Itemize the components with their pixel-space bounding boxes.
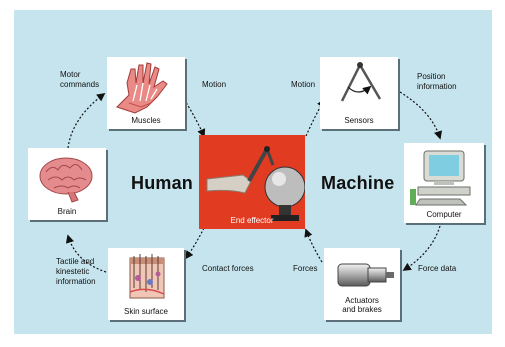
- position-information-label: Position information: [417, 72, 457, 91]
- arrow-actuators-to-end-effector: [304, 228, 323, 263]
- skin-layers-icon: [129, 254, 165, 299]
- arrow-end-effector-to-skin: [185, 227, 205, 260]
- computer-caption: Computer: [426, 210, 462, 219]
- arrow-brain-to-muscles: [67, 92, 106, 149]
- arrow-muscles-to-end-effector: [181, 95, 206, 138]
- actuators-box: Actuators and brakes: [324, 248, 400, 320]
- computer-box: Computer: [404, 143, 484, 223]
- actuator-cylinder-icon: [337, 263, 394, 287]
- contact-forces-label: Contact forces: [202, 264, 254, 273]
- human-title: Human: [131, 173, 194, 193]
- skin-surface-caption: Skin surface: [123, 307, 169, 316]
- tactile-information-label: Tactile and kinestetic information: [56, 257, 96, 286]
- muscles-box: Muscles: [107, 57, 185, 129]
- arrow-computer-to-actuators: [402, 225, 441, 271]
- brain-caption: Brain: [57, 207, 77, 216]
- sensors-box: Sensors: [320, 57, 398, 129]
- brain-box: Brain: [28, 148, 106, 220]
- sensor-joint-icon: [340, 62, 382, 102]
- skin-surface-box: Skin surface: [108, 248, 184, 320]
- muscles-caption: Muscles: [131, 116, 161, 125]
- motion-label-right: Motion: [291, 80, 316, 89]
- actuators-caption: Actuators and brakes: [342, 296, 382, 314]
- force-data-label: Force data: [418, 264, 457, 273]
- hand-muscles-icon: [116, 62, 168, 114]
- motor-commands-label: Motor commands: [60, 70, 100, 89]
- brain-icon: [39, 157, 93, 203]
- motion-label-left: Motion: [202, 80, 227, 89]
- arrow-sensors-to-computer: [399, 91, 443, 140]
- haptic-device-icon: [206, 146, 305, 221]
- machine-title: Machine: [321, 173, 395, 193]
- computer-icon: [410, 150, 471, 206]
- sensors-caption: Sensors: [344, 116, 374, 125]
- arrow-skin-to-brain: [65, 234, 107, 273]
- end-effector-caption: End effector: [230, 216, 274, 225]
- forces-label: Forces: [293, 264, 318, 273]
- end-effector-box: End effector: [199, 135, 305, 229]
